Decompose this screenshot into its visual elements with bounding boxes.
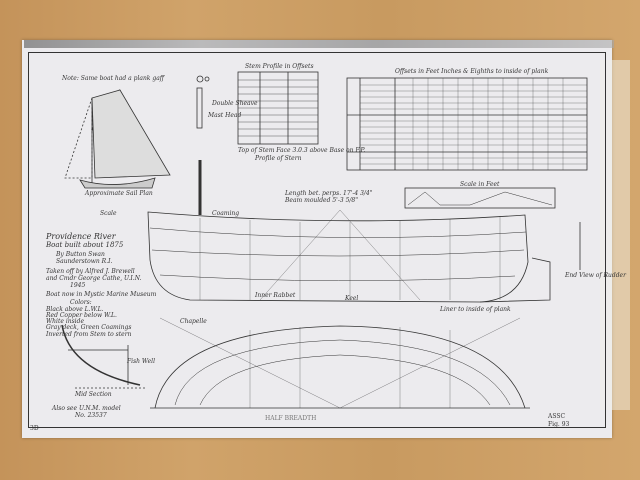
coaming-label: Coaming <box>212 210 240 217</box>
builder: By Button Swan <box>56 251 105 258</box>
stem-table-title: Stem Profile in Offsets <box>245 63 314 70</box>
taken-off: Taken off by Alfred J. Brewell <box>46 268 135 275</box>
color-note: Gray deck, Green Coamings <box>46 324 132 331</box>
mid-section-label: Mid Section <box>75 391 112 398</box>
plan-title: Providence River <box>46 232 116 241</box>
inverted-note: Inverted from Stem to stern <box>46 331 132 338</box>
figure-number: Fig. 93 <box>548 421 570 428</box>
half-breadth-plan <box>150 317 530 409</box>
drawing-border <box>28 52 606 428</box>
mast-head-label: Mast Head <box>208 112 242 119</box>
length-label: Length bet. perps. 17'-4 3/4" <box>285 190 373 197</box>
stem-profile-table <box>237 71 319 145</box>
offsets-title: Offsets in Feet Inches & Eighths to insi… <box>395 68 549 75</box>
fish-well-label: Fish Well <box>127 358 155 365</box>
offsets-table <box>346 77 588 171</box>
sheet-mark: ASSC <box>548 413 566 420</box>
scale-feet-label: Scale in Feet <box>460 181 500 188</box>
plan-subtitle: Boat built about 1875 <box>46 241 124 249</box>
year: 1945 <box>70 282 86 289</box>
liner-label: Liner to inside of plank <box>440 306 511 313</box>
mid-section <box>61 324 145 389</box>
model-number: No. 23537 <box>75 412 107 419</box>
color-note: White inside <box>46 318 84 325</box>
sail-plan <box>64 89 171 189</box>
end-view-label: End View of Rudder <box>565 272 626 279</box>
scale-in-feet <box>404 187 556 209</box>
double-sheave-label: Double Sheave <box>212 100 258 107</box>
colors-label: Colors: <box>70 299 92 306</box>
chapelle-label: Chapelle <box>180 318 207 325</box>
builder-location: Saunderstown R.I. <box>56 258 113 265</box>
half-breadth-label: HALF BREADTH <box>265 415 317 422</box>
stem-profile-label: Profile of Stern <box>255 155 302 162</box>
taken-off-2: and Cmdr George Cathe, U.I.N. <box>46 275 142 282</box>
corner-label: 3D <box>30 425 39 432</box>
hull-profile <box>147 209 581 303</box>
inner-rabbet-label: Inner Rabbet <box>255 292 296 299</box>
sail-plan-label: Approximate Sail Plan <box>85 190 153 197</box>
scan-band <box>24 40 614 48</box>
museum: Boat now in Mystic Marine Museum <box>46 291 157 298</box>
beam-label: Beam moulded 5'-3 5/8" <box>285 197 358 204</box>
mast-head <box>196 75 210 215</box>
scale-label: Scale <box>100 210 117 217</box>
also-see-note: Also see U.N.M. model <box>52 405 121 412</box>
sail-note: Note: Same boat had a plank gaff <box>62 75 165 82</box>
color-note: Black above L.W.L. <box>46 306 104 313</box>
stem-note: Top of Stem Face 3.0.3 above Base on F.P… <box>238 147 366 154</box>
color-note: Red Copper below W.L. <box>46 312 117 319</box>
keel-label: Keel <box>345 295 359 302</box>
